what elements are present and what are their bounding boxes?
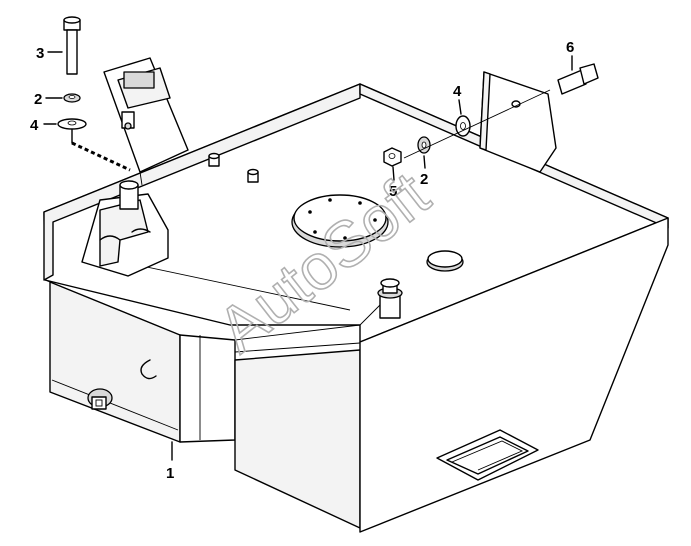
flat-washer-item-4-left (57, 118, 87, 130)
sender-unit-plate (291, 194, 389, 248)
nut-item-5 (383, 147, 402, 167)
inspection-cover (426, 250, 464, 272)
rear-mounting-bracket (479, 71, 557, 173)
sensor-bracket (103, 57, 189, 186)
tank-hook-mark (140, 359, 157, 380)
callout-2-left: 2 (34, 91, 42, 108)
callout-5: 5 (389, 183, 397, 200)
leader-lines (43, 51, 573, 461)
carry-handle (436, 429, 539, 481)
bolt-item-3 (63, 16, 81, 75)
assembly-axis-right (403, 89, 551, 159)
callout-4-right: 4 (453, 83, 462, 100)
tank-right-end-plate (359, 217, 669, 533)
callout-3: 3 (36, 45, 44, 62)
lock-washer-item-2-right (417, 136, 431, 154)
left-mounting-bracket (81, 180, 169, 277)
callout-6: 6 (566, 39, 574, 56)
filler-neck (377, 278, 403, 319)
bolt-item-6 (557, 63, 599, 95)
drain-plug (87, 388, 113, 410)
tank-front-left-side (179, 334, 236, 443)
lock-washer-item-2-left (63, 93, 81, 103)
top-studs (208, 152, 259, 183)
callout-4-left: 4 (30, 117, 39, 134)
assembly-path-dashed (71, 141, 131, 172)
callout-1: 1 (166, 465, 174, 482)
flat-washer-item-4-right (455, 115, 471, 137)
tank-front-middle-block (234, 349, 361, 529)
callout-2-right: 2 (420, 171, 428, 188)
callout-labels: 3 2 4 4 2 5 6 1 (30, 39, 574, 482)
